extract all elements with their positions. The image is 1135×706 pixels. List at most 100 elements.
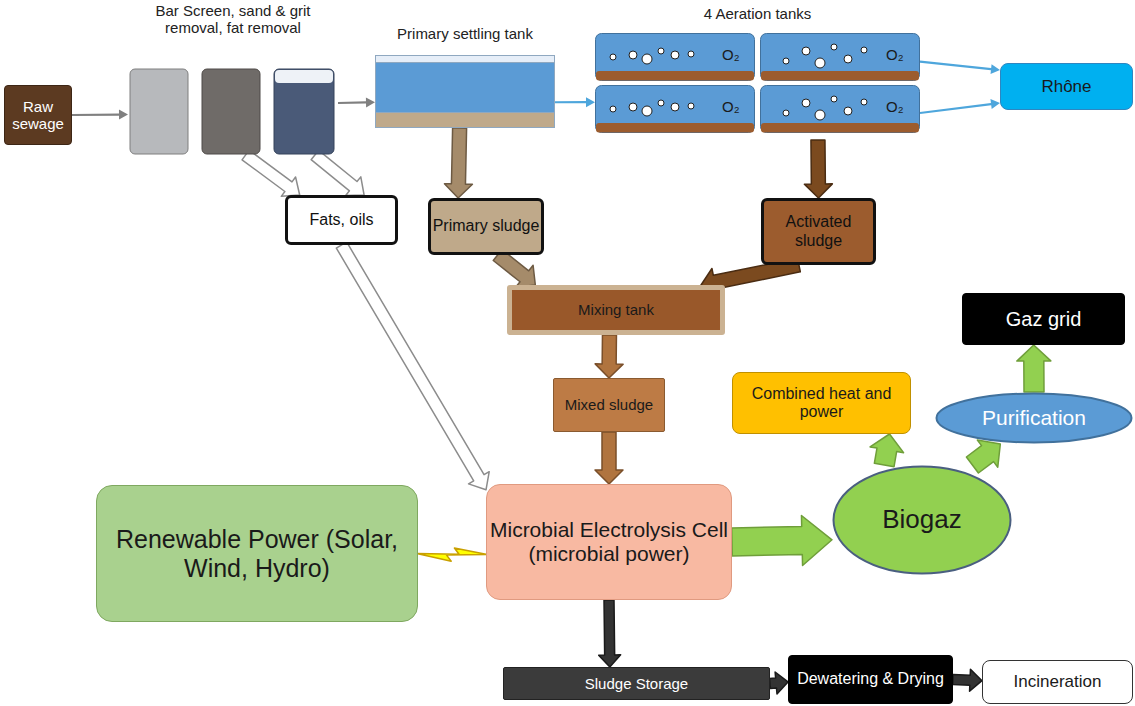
text-block: Dewatering & Drying [797,670,944,688]
flow-arrow [770,672,788,694]
grit-chamber [202,69,260,154]
flow-arrow [595,335,623,378]
chp-box: Combined heat and power [732,372,911,434]
lightning-connector [417,548,488,561]
flow-arrow [804,140,832,198]
node-text: Mixing tank [578,301,654,318]
heading-text: 4 Aeration tanks [595,5,920,22]
source-box: Raw sewage [4,85,72,145]
purification-ellipse: Purification [935,392,1133,444]
flow-arrow [920,61,1000,74]
node-text: Incineration [1014,672,1102,692]
incineration-box: Incineration [982,660,1133,704]
tank-water [761,86,920,133]
air-bubble [642,54,652,64]
text-block: Bar Screen, sand & grit removal, fat rem… [128,2,338,37]
aeration-tanks: 4 Aeration tanks [595,5,920,140]
flow-arrow [599,600,621,667]
air-bubble [844,55,852,63]
text-block: Gaz grid [1006,308,1082,331]
electrolysis-cell: Microbial Electrolysis Cell (microbial p… [486,484,732,600]
text-block: Primary settling tank [375,25,555,42]
ellipse-shape [834,467,1011,574]
aeration-tank [761,34,920,81]
text-block: Microbial Electrolysis Cell (microbial p… [487,518,731,566]
node-text: Activated sludge [764,213,873,250]
flow-arrow [444,128,472,198]
air-bubble [861,99,867,105]
ellipse-shape [937,394,1132,443]
node-text: Microbial Electrolysis Cell (microbial p… [487,518,731,566]
air-bubble [802,99,810,107]
gas-label: O₂ [722,46,740,63]
pretreatment-units [128,69,338,155]
air-bubble [802,47,810,55]
gas-label: O₂ [886,46,904,63]
air-bubble [861,47,867,53]
gas-label: O₂ [722,98,740,115]
aeration-tank [596,34,755,81]
air-bubble [783,110,789,116]
text-block: Mixing tank [578,301,654,318]
flow-arrow [338,97,375,107]
flow-arrow [1017,345,1051,392]
flow-arrow [493,250,535,288]
gas-label: O₂ [886,98,904,115]
sludge-layer [376,113,555,128]
air-bubble [610,106,616,112]
flow-arrow [595,432,623,484]
mixing-tank: Mixing tank [507,285,725,335]
flow-arrow [336,242,489,490]
node-text: Combined heat and power [733,385,910,422]
tank-water [596,86,755,133]
surface-layer [376,56,555,63]
heading-text: Primary settling tank [375,25,555,42]
dewatering-box: Dewatering & Drying [788,655,953,704]
flow-arrow [953,669,982,691]
text-block: Biogaz [882,505,962,535]
aeration-tank [761,86,920,133]
air-bubble [688,103,694,109]
text-block: Sludge Storage [585,675,688,692]
air-bubble [831,44,837,50]
mixed-sludge-box: Mixed sludge [553,378,665,432]
aeration-basins [595,33,920,135]
tank-water [761,34,920,81]
air-bubble [844,107,852,115]
activated-sludge-box: Activated sludge [761,198,876,265]
biogas-ellipse: Biogaz [832,465,1012,575]
tank-sludge [761,71,919,81]
text-block: Fats, oils [309,211,373,229]
text-block: Renewable Power (Solar, Wind, Hydro) [107,525,407,583]
settling-tank: Primary settling tank [375,25,555,128]
air-bubble [658,48,664,54]
bar-screen [130,69,188,154]
aeration-tank [596,86,755,133]
air-bubble [815,58,825,68]
heading-text: Bar Screen, sand & grit removal, fat rem… [128,2,338,37]
settling-basin [375,55,555,128]
water-layer [376,63,555,113]
text-block: Raw sewage [5,98,71,133]
text-block: Incineration [1014,672,1102,692]
flow-arrow [242,150,300,196]
tank-sludge [596,71,754,81]
node-text: Sludge Storage [585,675,688,692]
flow-arrow [555,97,595,107]
tank-sludge [761,123,919,133]
flow-arrow [920,99,1000,114]
flow-arrow [966,440,1000,473]
air-bubble [671,103,679,111]
fat-separator [274,69,334,154]
air-bubble [671,51,679,59]
node-text: Mixed sludge [565,396,653,413]
air-bubble [642,106,652,116]
node-text: Primary sludge [433,217,540,235]
air-bubble [783,58,789,64]
text-block: 4 Aeration tanks [595,5,920,22]
air-bubble [831,96,837,102]
tank-sludge [596,123,754,133]
air-bubble [610,54,616,60]
node-text: Gaz grid [1006,308,1082,331]
air-bubble [629,51,637,59]
